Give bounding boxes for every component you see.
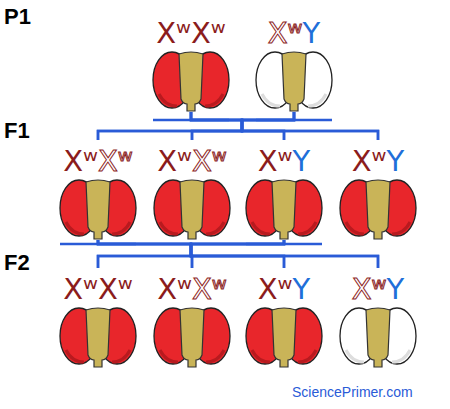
eye-shade	[160, 350, 178, 362]
allele: Xʷ	[192, 272, 227, 306]
allele: Xʷ	[157, 272, 192, 306]
fly-head	[152, 306, 232, 368]
eye-shade	[262, 94, 280, 106]
inheritance-line	[191, 112, 284, 140]
fly-head	[244, 306, 324, 368]
genotype: XʷY	[242, 140, 326, 178]
fly-head	[244, 178, 324, 240]
fly-genotype: XʷY	[336, 140, 420, 240]
eye-shade	[206, 222, 224, 234]
genotype: XʷXʷ	[56, 140, 140, 178]
fly-genotype: XʷXʷ	[149, 12, 233, 112]
fly-genotype: XʷY	[252, 12, 336, 112]
eye-shade	[298, 350, 316, 362]
allele: Y	[303, 16, 321, 50]
watermark: SciencePrimer.com	[292, 384, 413, 400]
allele: Xʷ	[352, 272, 387, 306]
fly-genotype: XʷXʷ	[150, 140, 234, 240]
eye-shade	[159, 94, 177, 106]
eye-shade	[205, 94, 223, 106]
allele: Xʷ	[98, 272, 133, 306]
fly-head	[254, 50, 334, 112]
head-body	[366, 308, 390, 367]
allele: Xʷ	[192, 144, 227, 178]
eye-shade	[206, 350, 224, 362]
eye-shade	[298, 222, 316, 234]
inheritance-line	[98, 240, 378, 268]
genotype: XʷXʷ	[149, 12, 233, 50]
eye-shade	[392, 350, 410, 362]
allele: Y	[293, 272, 311, 306]
fly-head	[338, 178, 418, 240]
allele: Xʷ	[157, 144, 192, 178]
allele: Xʷ	[63, 144, 98, 178]
inheritance-line	[191, 240, 378, 268]
fly-genotype: XʷXʷ	[150, 268, 234, 368]
head-body	[180, 308, 204, 367]
genotype: XʷY	[252, 12, 336, 50]
genotype: XʷXʷ	[150, 268, 234, 306]
fly-genotype: XʷXʷ	[56, 140, 140, 240]
fly-head	[338, 306, 418, 368]
allele: Xʷ	[63, 272, 98, 306]
inheritance-line	[98, 112, 294, 140]
allele: Y	[387, 144, 405, 178]
allele: Xʷ	[98, 144, 133, 178]
inheritance-line	[98, 112, 242, 140]
generation-label: F1	[4, 118, 30, 144]
genotype: XʷXʷ	[56, 268, 140, 306]
head-body	[272, 308, 296, 367]
allele: Xʷ	[352, 144, 387, 178]
head-body	[179, 52, 203, 111]
eye-shade	[252, 222, 270, 234]
eye-shade	[252, 350, 270, 362]
fly-genotype: XʷXʷ	[56, 268, 140, 368]
allele: Y	[387, 272, 405, 306]
allele: Xʷ	[268, 16, 303, 50]
fly-head	[152, 178, 232, 240]
fly-head	[151, 50, 231, 112]
fly-head	[58, 178, 138, 240]
allele: Xʷ	[258, 144, 293, 178]
genotype: XʷY	[336, 268, 420, 306]
eye-shade	[112, 222, 130, 234]
fly-head	[58, 306, 138, 368]
head-body	[272, 180, 296, 239]
allele: Xʷ	[191, 16, 226, 50]
inheritance-line	[191, 112, 378, 140]
eye-shade	[112, 350, 130, 362]
allele: Y	[293, 144, 311, 178]
inheritance-line	[242, 112, 378, 140]
fly-genotype: XʷY	[242, 140, 326, 240]
head-body	[282, 52, 306, 111]
genotype: XʷXʷ	[150, 140, 234, 178]
head-body	[180, 180, 204, 239]
generation-label: P1	[4, 4, 31, 30]
fly-genotype: XʷY	[242, 268, 326, 368]
eye-shade	[392, 222, 410, 234]
head-body	[86, 308, 110, 367]
genotype: XʷY	[336, 140, 420, 178]
head-body	[86, 180, 110, 239]
eye-shade	[308, 94, 326, 106]
inheritance-line	[242, 112, 294, 140]
allele: Xʷ	[156, 16, 191, 50]
eye-shade	[160, 222, 178, 234]
genotype: XʷY	[242, 268, 326, 306]
eye-shade	[346, 350, 364, 362]
eye-shade	[66, 222, 84, 234]
generation-label: F2	[4, 250, 30, 276]
eye-shade	[66, 350, 84, 362]
fly-genotype: XʷY	[336, 268, 420, 368]
eye-shade	[346, 222, 364, 234]
allele: Xʷ	[258, 272, 293, 306]
head-body	[366, 180, 390, 239]
inheritance-line	[191, 112, 242, 140]
